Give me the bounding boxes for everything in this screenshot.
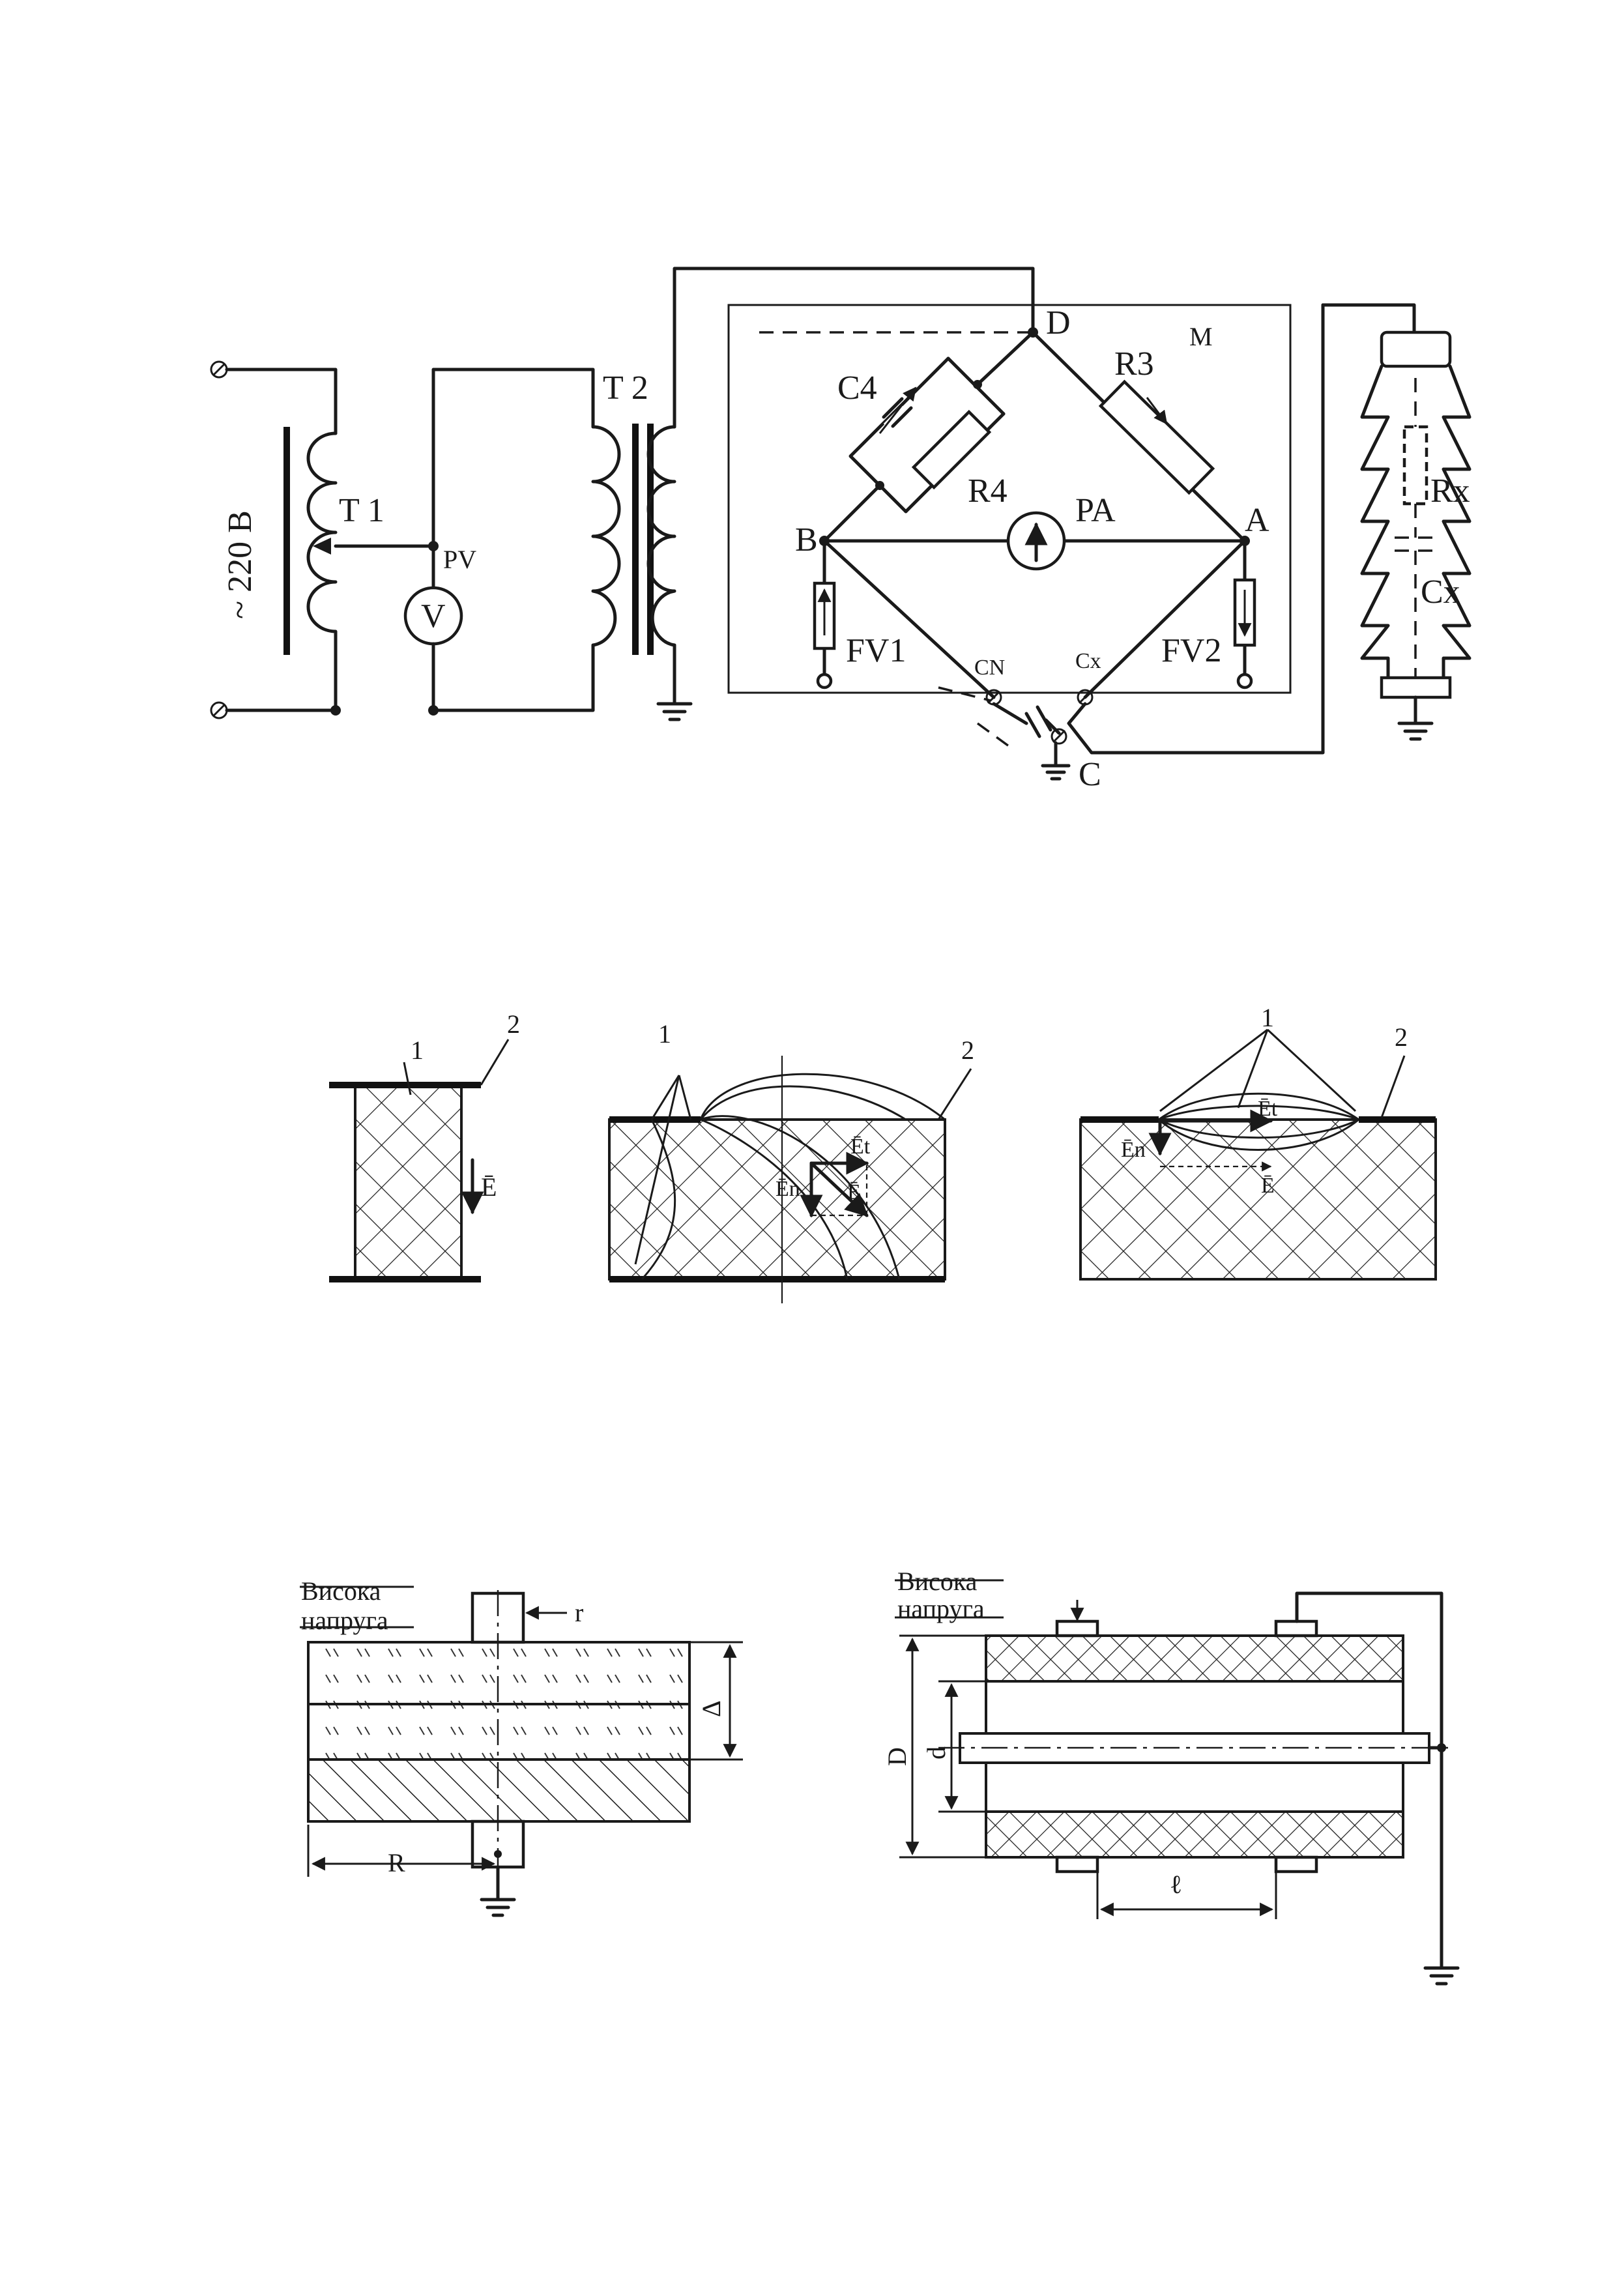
r3-variable-resistor [1098,379,1215,495]
p3-label-et: Ēt [1258,1097,1278,1121]
p3-label-en: Ēn [1121,1138,1146,1162]
insulator-test-object [1321,303,1472,741]
cylindrical-sample [895,1579,1460,1986]
bridge-enclosure [727,304,1292,694]
voltmeter-symbol: V [421,598,446,635]
t2-label: T 2 [603,369,648,407]
p1-label-2: 2 [507,1009,520,1039]
figure-schering-bridge: ~ 220 В T 1 V PV [210,267,1472,793]
flat-r-small: r [575,1598,583,1627]
cx-node-label: Cx [1075,649,1101,673]
cx-label: Cx [1421,573,1460,611]
figure-field-distribution: 1 2 Ē 1 2 Ēt Ē Ēn [329,1003,1437,1303]
node-a-label: A [1245,502,1269,539]
p2-label-e: Ē [847,1180,861,1204]
p1-label-e: Ē [481,1172,497,1202]
p2-label-2: 2 [961,1035,974,1065]
t1-label: T 1 [339,492,384,529]
cyl-big-d: D [882,1747,912,1766]
pa-label: PA [1075,492,1116,529]
fv1-label: FV1 [846,632,906,669]
p2-label-et: Ēt [850,1135,871,1159]
cyl-hv-line2: напруга [897,1594,985,1623]
fv2-arrester [1233,578,1256,689]
panel-uniform-field [329,1039,510,1282]
figure-test-samples: Висока напруга r Δ R [300,1567,1460,1986]
p1-label-1: 1 [411,1035,424,1065]
cyl-small-d: d [921,1746,951,1759]
r4-label: R4 [968,472,1008,510]
cyl-length: ℓ [1170,1870,1182,1899]
panel-surface-field [1079,1028,1437,1281]
p3-label-e: Ē [1261,1174,1275,1198]
pv-label: PV [443,545,476,574]
p2-label-en: Ēn [776,1177,800,1201]
p3-label-2: 2 [1395,1022,1408,1052]
fv1-arrester [813,581,836,689]
flat-sample [300,1586,743,1917]
cn-standard-capacitor [938,303,1325,781]
p2-label-1: 1 [658,1019,671,1049]
pa-galvanometer [1006,511,1066,571]
panel-tangential-field [608,1056,972,1303]
p3-label-1: 1 [1261,1003,1274,1032]
fv2-label: FV2 [1161,632,1221,669]
cn-label: CN [974,656,1005,680]
cyl-hv-line1: Висока [897,1567,978,1596]
t2-transformer [431,267,1035,721]
flat-r-big: R [388,1848,405,1877]
flat-delta: Δ [697,1700,726,1717]
rx-label: Rx [1430,472,1470,510]
node-c-label: C [1079,756,1101,793]
flat-hv-line2: напруга [301,1606,388,1635]
node-d-label: D [1046,304,1071,341]
supply-label: ~ 220 В [222,510,259,619]
c4-variable-capacitor [878,386,917,434]
r3-label: R3 [1114,345,1154,383]
r4-resistor [911,409,992,490]
m-label: M [1189,322,1213,351]
c4-label: C4 [837,369,877,407]
flat-hv-line1: Висока [301,1576,381,1606]
t1-autotransformer [283,427,435,655]
node-b-label: B [795,521,818,558]
